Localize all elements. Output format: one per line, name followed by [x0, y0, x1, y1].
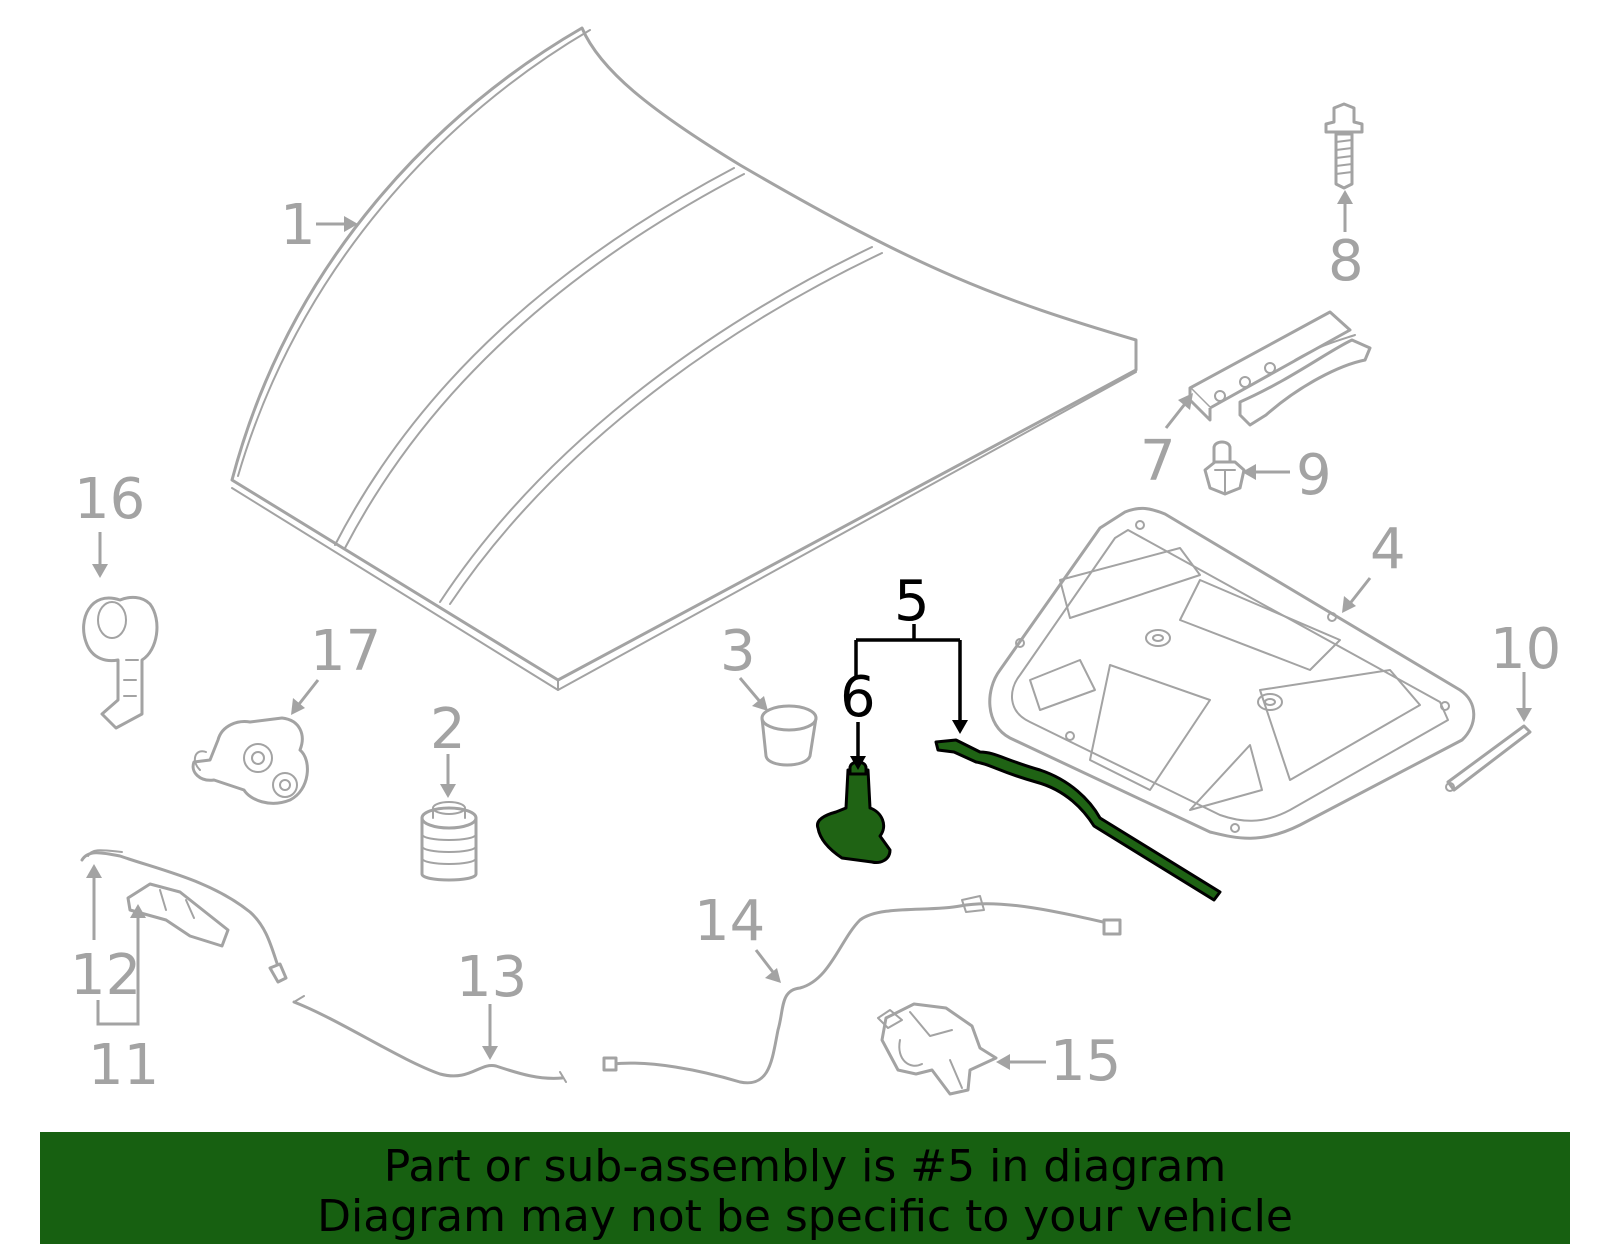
callout-11: 11: [88, 1033, 159, 1098]
callout-4: 4: [1370, 517, 1406, 582]
banner-line-disclaimer: Diagram may not be specific to your vehi…: [317, 1191, 1293, 1242]
callout-numbers: 1 8 7 9 4 10 16 17 2 3 12 11 13 14 15 5 …: [70, 193, 1561, 1098]
release-cable-rear: [602, 895, 1122, 1085]
callout-6: 6: [840, 665, 876, 730]
leader-lines: [86, 190, 1532, 1070]
callout-1: 1: [280, 193, 316, 258]
hood-hinge: [1188, 310, 1372, 427]
release-handle: [82, 595, 159, 730]
hinge-bolt: [1324, 102, 1364, 190]
hood-latch: [191, 716, 309, 805]
hood-panel: [230, 26, 1138, 691]
callout-8: 8: [1328, 229, 1364, 294]
callout-16: 16: [74, 467, 145, 532]
callout-13: 13: [456, 945, 527, 1010]
callout-10: 10: [1490, 617, 1561, 682]
callout-12: 12: [70, 943, 141, 1008]
release-cable-front: [80, 849, 567, 1083]
hood-bumper: [420, 801, 478, 882]
callout-2: 2: [430, 697, 466, 762]
hood-insulator: [988, 506, 1476, 840]
hood-stop-bumper: [760, 704, 818, 767]
callout-7: 7: [1140, 429, 1176, 494]
hinge-nut: [1203, 440, 1246, 496]
callout-5: 5: [894, 569, 930, 634]
callout-17: 17: [310, 619, 381, 684]
info-banner: Part or sub-assembly is #5 in diagram Di…: [40, 1132, 1570, 1244]
callout-9: 9: [1296, 443, 1332, 508]
callout-3: 3: [720, 619, 756, 684]
callout-14: 14: [694, 889, 765, 954]
hood-support-rod: [1445, 724, 1532, 792]
hood-seal-clip: [815, 760, 892, 864]
hood-seal-strip: [934, 738, 1222, 902]
banner-line-part: Part or sub-assembly is #5 in diagram: [383, 1141, 1227, 1192]
highlight-leaders: [850, 624, 968, 770]
callout-15: 15: [1050, 1029, 1121, 1094]
secondary-latch: [877, 1002, 998, 1096]
